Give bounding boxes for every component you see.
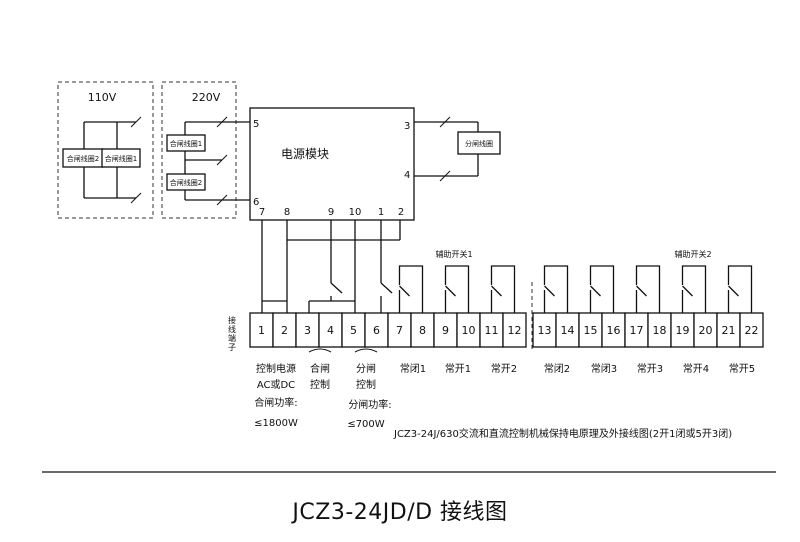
terminal-16-label: 16 — [607, 324, 621, 337]
terminal-22-label: 22 — [745, 324, 759, 337]
aux-switch-contacts — [398, 265, 753, 313]
aux-switch-1-label: 辅助开关1 — [435, 249, 472, 259]
terminal-13-label: 13 — [538, 324, 552, 337]
pin-4: 4 — [404, 170, 410, 181]
trip-coil-box — [457, 131, 501, 155]
aux-contact-8 — [727, 265, 753, 313]
desc-ctrl-power-2: AC或DC — [257, 379, 295, 391]
terminal-17-label: 17 — [630, 324, 644, 337]
pin-5: 5 — [253, 119, 259, 130]
terminal-7-label: 7 — [396, 324, 403, 337]
terminal-15-label: 15 — [584, 324, 598, 337]
group-110v-frame — [57, 81, 154, 219]
coil-220-top-box — [166, 134, 206, 152]
desc-ctrl-power-3: 合闸功率: — [254, 396, 297, 409]
aux-switch-2-label: 辅助开关2 — [674, 249, 711, 259]
terminal-1-label: 1 — [258, 324, 265, 337]
aux-contact-6 — [635, 265, 661, 313]
terminal-4-label: 4 — [327, 324, 334, 337]
close-ctrl-arc — [308, 348, 332, 353]
desc-nc2: 常闭2 — [544, 362, 570, 375]
terminal-19-label: 19 — [676, 324, 690, 337]
terminal-21-label: 21 — [722, 324, 736, 337]
desc-ctrl-power-1: 控制电源 — [256, 362, 296, 375]
coil-110-right-label: 合闸线圈1 — [105, 154, 137, 163]
desc-close-ctrl-2: 控制 — [310, 378, 330, 391]
pin-7: 7 — [259, 207, 265, 218]
trip-coil-wiring — [414, 116, 479, 182]
aux-contact-4 — [543, 265, 569, 313]
coil-110-right-box — [101, 148, 141, 168]
coil-220-top-label: 合闸线圈1 — [170, 139, 202, 148]
aux-contact-7 — [681, 265, 707, 313]
aux-contact-3 — [490, 265, 516, 313]
page-title: JCZ3-24JD/D 接线图 — [292, 500, 508, 525]
power-module-label: 电源模块 — [281, 147, 329, 161]
aux-contact-5 — [589, 265, 615, 313]
terminal-9-label: 9 — [442, 324, 449, 337]
desc-no5: 常开5 — [729, 362, 755, 375]
group-110v-wiring — [83, 116, 142, 204]
terminal-5-label: 5 — [350, 324, 357, 337]
terminal-14-label: 14 — [561, 324, 575, 337]
terminal-20-label: 20 — [699, 324, 713, 337]
desc-nc1: 常闭1 — [400, 362, 426, 375]
power-module-box — [249, 107, 415, 221]
terminal-18-label: 18 — [653, 324, 667, 337]
desc-trip-ctrl-3: 分闸功率: — [348, 398, 391, 411]
terminal-6-label: 6 — [373, 324, 380, 337]
pin-6: 6 — [253, 197, 259, 208]
coil-220-bottom-box — [166, 173, 206, 191]
group-220v-frame — [161, 81, 237, 219]
terminal-10-label: 10 — [462, 324, 476, 337]
pin-10: 10 — [349, 207, 362, 218]
desc-no3: 常开3 — [637, 362, 663, 375]
desc-nc3: 常闭3 — [591, 362, 617, 375]
trip-ctrl-arc — [354, 348, 378, 353]
terminal-2-label: 2 — [281, 324, 288, 337]
diagram-caption: JCZ3-24J/630交流和直流控制机械保持电原理及外接线图(2开1闭或5开3… — [393, 427, 732, 440]
aux-contact-1 — [398, 265, 424, 313]
trip-coil-label: 分闸线圈 — [465, 139, 493, 148]
pin-8: 8 — [284, 207, 290, 218]
pin-9: 9 — [328, 207, 334, 218]
aux-contact-2 — [444, 265, 470, 313]
pin-3: 3 — [404, 121, 410, 132]
desc-no1: 常开1 — [445, 362, 471, 375]
desc-no2: 常开2 — [491, 362, 517, 375]
terminal-22-cell — [739, 312, 764, 348]
terminal-12-cell — [502, 312, 527, 348]
desc-ctrl-power-4: ≤1800W — [254, 418, 298, 429]
group-220v-label: 220V — [192, 91, 221, 104]
group-220v-wiring — [184, 116, 250, 206]
group-110v-label: 110V — [88, 91, 117, 104]
terminal-8-label: 8 — [419, 324, 426, 337]
terminal-12-label: 12 — [508, 324, 522, 337]
pin-2: 2 — [398, 207, 404, 218]
desc-trip-ctrl-4: ≤700W — [347, 419, 384, 430]
coil-110-left-label: 合闸线圈2 — [67, 154, 99, 163]
module-output-wiring — [261, 220, 401, 313]
pin-1: 1 — [378, 207, 384, 218]
desc-no4: 常开4 — [683, 362, 709, 375]
terminal-3-label: 3 — [304, 324, 311, 337]
desc-trip-ctrl-1: 分闸 — [356, 362, 376, 375]
coil-220-bottom-label: 合闸线圈2 — [170, 178, 202, 187]
terminal-strip-label: 接线端子 — [228, 315, 237, 352]
desc-close-ctrl-1: 合闸 — [310, 362, 330, 375]
desc-trip-ctrl-2: 控制 — [356, 378, 376, 391]
terminal-11-label: 11 — [485, 324, 499, 337]
